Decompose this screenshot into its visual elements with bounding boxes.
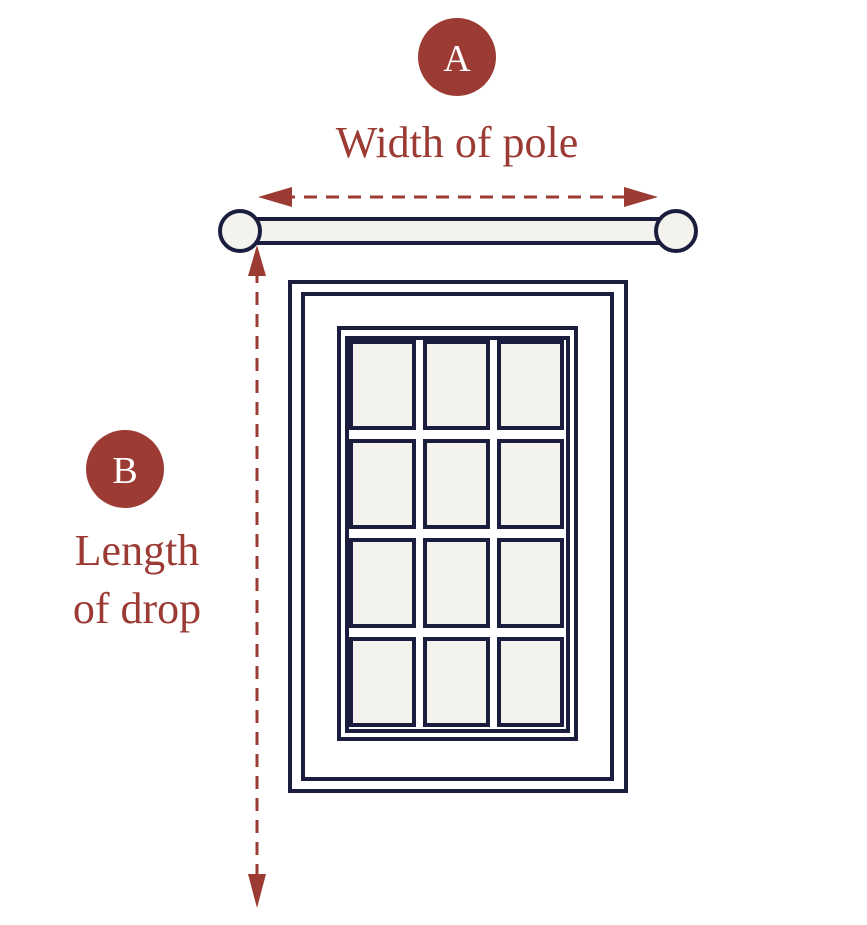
- window-pane: [423, 340, 490, 430]
- badge-b-letter: B: [112, 450, 137, 492]
- badge-b: B: [86, 430, 164, 508]
- curtain-pole: [218, 209, 698, 253]
- badge-a: A: [418, 18, 496, 96]
- window: [288, 280, 628, 793]
- length-of-drop-label-line1: Length: [75, 526, 200, 575]
- window-pane: [349, 439, 416, 529]
- window-pane: [349, 538, 416, 628]
- window-pane: [497, 637, 564, 727]
- width-of-pole-label: Width of pole: [336, 118, 579, 167]
- window-pane: [497, 538, 564, 628]
- window-pane: [497, 439, 564, 529]
- window-panes: [349, 340, 564, 727]
- window-pane: [423, 538, 490, 628]
- pole-finial-right: [654, 209, 698, 253]
- pole-finial-left: [218, 209, 262, 253]
- window-pane: [497, 340, 564, 430]
- window-pane: [423, 439, 490, 529]
- length-of-drop-label-line2: of drop: [73, 584, 201, 633]
- window-pane: [349, 637, 416, 727]
- badge-a-letter: A: [443, 38, 471, 80]
- width-arrow: [258, 187, 658, 207]
- drop-arrow: [248, 245, 266, 908]
- window-pane: [349, 340, 416, 430]
- window-pane: [423, 637, 490, 727]
